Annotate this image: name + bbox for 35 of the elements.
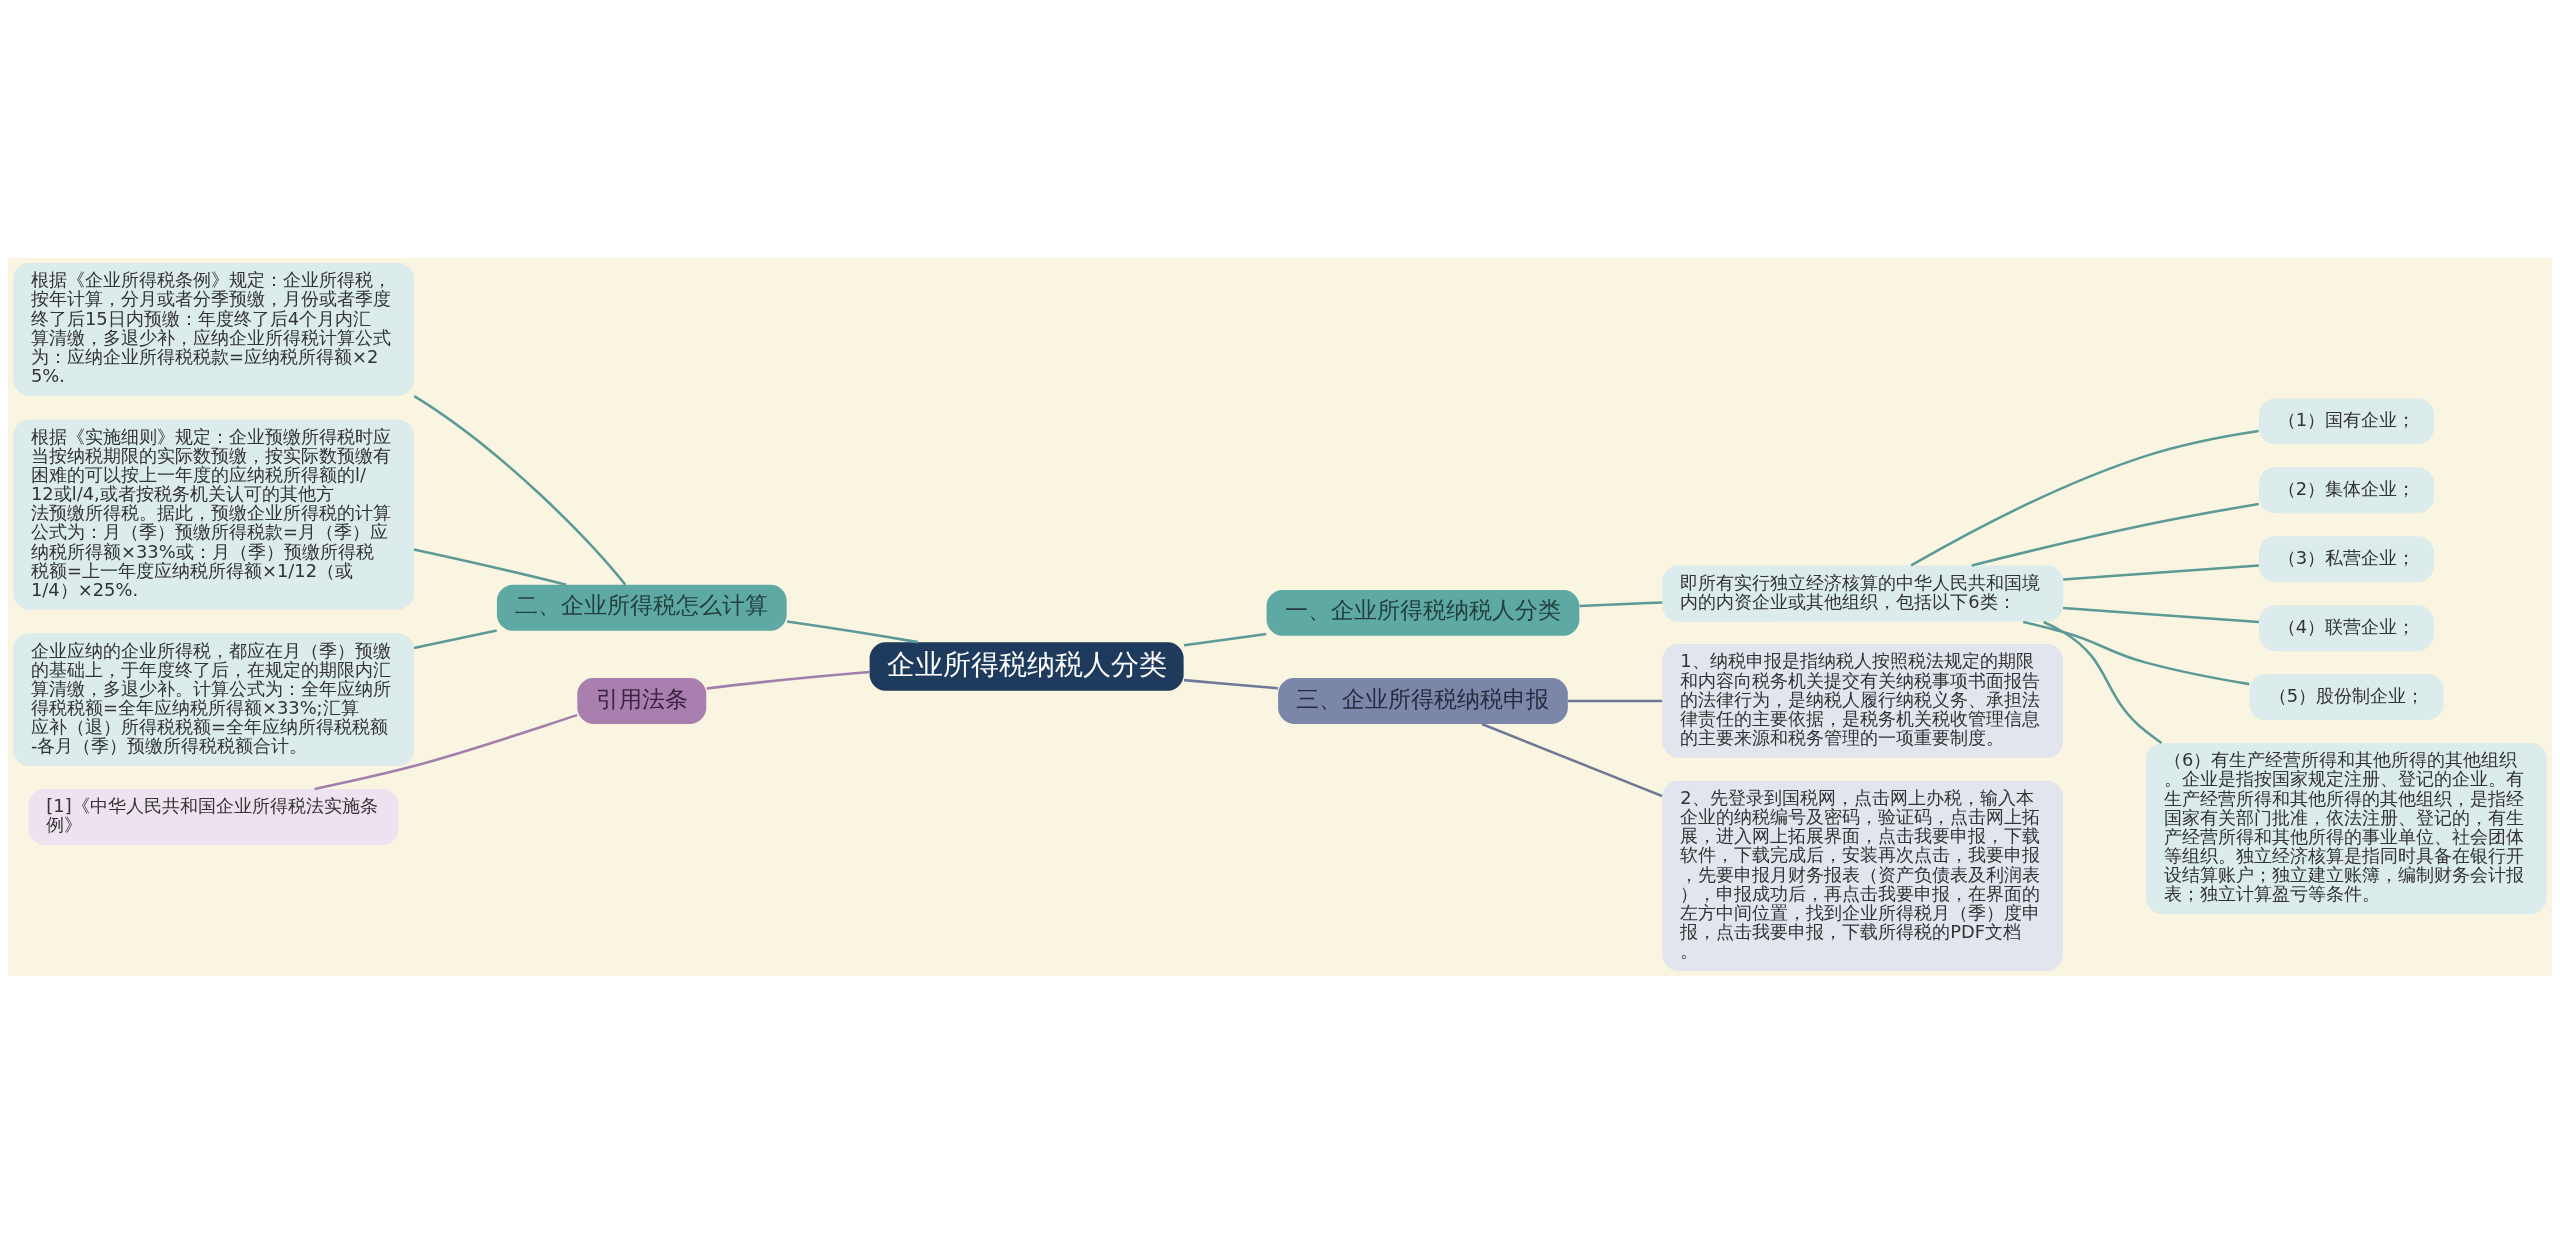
node-box: （6）有生产经营所得和其他所得的其他组织。企业是指按国家规定注册、登记的企业。有生产经营所得和其他所得的其他组织，是指经国家有关部门批准，依法注册、登记的，有生产经营所得和其他所得的事业单位、社会团体等组织。独立经济核算是指同时具备在银行开设结算账户；独立建立账簿，编制财务会计报表；独立计算盈亏等条件。: [2146, 742, 2547, 914]
connector: [413, 394, 627, 586]
node-box: （3）私营企业；: [2259, 535, 2434, 582]
node-box: [1]《中华人民共和国企业所得税法实施条例》: [28, 788, 399, 845]
connector: [2022, 620, 2250, 685]
connector: [1184, 678, 1278, 690]
connector: [786, 619, 919, 643]
node-box: （1）国有企业；: [2259, 397, 2434, 444]
connector: [2063, 563, 2259, 581]
node-box: 引用法条: [577, 677, 707, 724]
node-box: 2、先登录到国税网，点击网上办税，输入本企业的纳税编号及密码，验证码，点击网上拓展，进入网上拓展界面，点击我要申报，下载软件，下载完成后，安装再次点击，我要申报，先要申报月财务报表（资产负债表及利润表），申报成功后，再点击我要申报，在界面的左方中间位置，找到企业所得税月（季）度申报，点击我要申报，下载所得税的PDF文档。: [1662, 780, 2064, 971]
connector: [1183, 632, 1267, 646]
node-box: 根据《实施细则》规定：企业预缴所得税时应当按纳税期限的实际数预缴，按实际数预缴有困难的可以按上一年度的应纳税所得额的l/12或l/4,或者按税务机关认可的其他方法预缴所得税。据此，预缴企业所得税的计算公式为：月（季）预缴所得税款=月（季）应纳税所得额×33%或：月（季）预缴所得税税额=上一年度应纳税所得额×1/12（或1/4）×25%.: [13, 418, 414, 610]
node-box: 三、企业所得税纳税申报: [1278, 677, 1568, 724]
node-box: 即所有实行独立经济核算的中华人民共和国境内的内资企业或其他组织，包括以下6类：: [1662, 565, 2064, 622]
connector: [1481, 722, 1663, 797]
connector: [2063, 606, 2259, 623]
connector: [413, 547, 567, 586]
node-box: （4）联营企业；: [2259, 604, 2434, 651]
connector: [314, 713, 578, 790]
node-box: 一、企业所得税纳税人分类: [1266, 589, 1580, 636]
node-box: （2）集体企业；: [2259, 466, 2434, 513]
node-box: 1、纳税申报是指纳税人按照税法规定的期限和内容向税务机关提交有关纳税事项书面报告的法律行为，是纳税人履行纳税义务、承担法律责任的主要依据，是税务机关税收管理信息的主要来源和税务管理的一项重要制度。: [1662, 643, 2064, 758]
node-box: 根据《企业所得税条例》规定：企业所得税，按年计算，分月或者分季预缴，月份或者季度终了后15日内预缴：年度终了后4个月内汇算清缴，多退少补，应纳企业所得税计算公式为：应纳企业所得税税款=应纳税所得额×25%.: [13, 262, 414, 396]
connector: [1568, 699, 1663, 702]
connector: [706, 670, 870, 690]
node-box: 企业所得税纳税人分类: [869, 641, 1184, 691]
node-box: （5）股份制企业；: [2249, 673, 2444, 720]
node-box: 二、企业所得税怎么计算: [496, 584, 787, 631]
node-box: 企业应纳的企业所得税，都应在月（季）预缴的基础上，于年度终了后，在规定的期限内汇算清缴，多退少补。计算公式为：全年应纳所得税税额=全年应纳税所得额×33%;汇算应补（退）所得税税额=全年应纳所得税税额-各月（季）预缴所得税税额合计。: [13, 632, 414, 766]
connector: [2043, 620, 2163, 744]
connector: [413, 628, 497, 649]
connector: [1971, 502, 2259, 567]
connector: [1579, 600, 1663, 607]
connector: [1910, 429, 2259, 567]
